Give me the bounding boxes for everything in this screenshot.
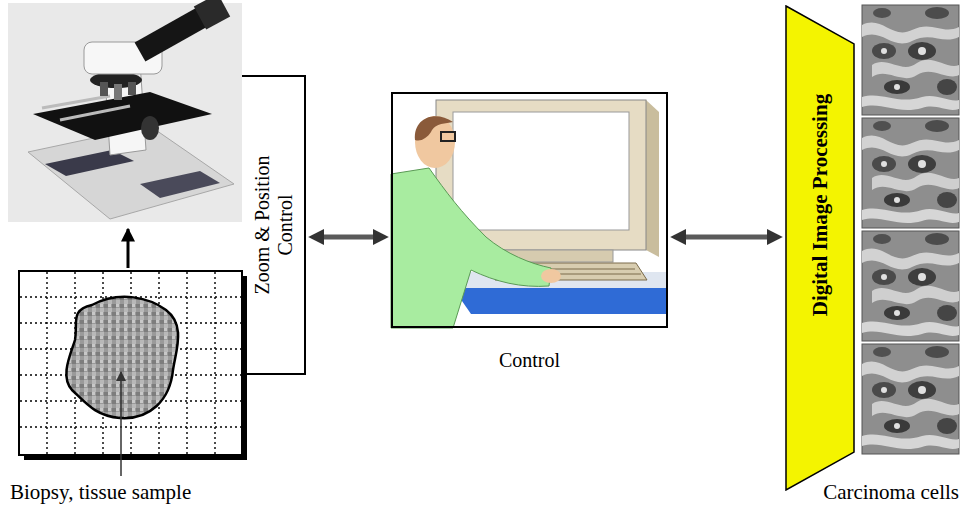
cell-image: [862, 118, 959, 228]
feed-arrow: [127, 229, 130, 268]
stage-clip: [42, 96, 110, 108]
cell-image: [862, 231, 959, 341]
trapezoid-outline: [786, 6, 854, 490]
double-arrow: [683, 235, 770, 240]
double-arrow: [321, 235, 376, 240]
operator-hand: [541, 269, 561, 283]
leader-line: [120, 372, 122, 476]
eyepiece-tube: [140, 16, 204, 52]
biopsy-slide: [19, 271, 247, 476]
cell-image: [862, 5, 959, 115]
control-box: Control: [391, 92, 668, 328]
objective: [114, 84, 122, 100]
microscope-photo: [8, 3, 242, 222]
processing-trapezoid: Digital Image Processing: [785, 5, 855, 491]
operator-glasses: [441, 132, 455, 141]
objective: [100, 82, 108, 96]
slide-grid: [20, 272, 241, 454]
operator-body: [391, 168, 551, 328]
node-text: Control: [499, 349, 560, 372]
base-plate: [140, 171, 220, 198]
operator-illustration: [391, 100, 666, 328]
objective: [128, 82, 136, 95]
cell-images: [862, 5, 959, 454]
connectors: [321, 237, 770, 238]
operator-hair: [415, 116, 453, 140]
desk: [453, 288, 666, 314]
photo-ground: [8, 3, 242, 222]
monitor-screen: [453, 112, 629, 230]
cell-image: [862, 344, 959, 454]
operator-head: [415, 116, 455, 168]
zoom-control-bracket: Zoom & Position Control: [242, 75, 306, 375]
cells-label: Carcinoma cells: [821, 480, 961, 505]
node-text: Digital Image Processing: [808, 15, 832, 395]
tissue-sample: [66, 297, 178, 418]
sample-label: Biopsy, tissue sample: [8, 480, 193, 505]
monitor-side: [646, 100, 659, 257]
focus-knob: [141, 116, 159, 140]
node-text: Zoom & Position Control: [250, 138, 296, 313]
stage-clip: [60, 106, 130, 120]
eyepiece: [200, 5, 224, 18]
microscope-stage: [33, 92, 212, 140]
slide: [19, 271, 242, 455]
